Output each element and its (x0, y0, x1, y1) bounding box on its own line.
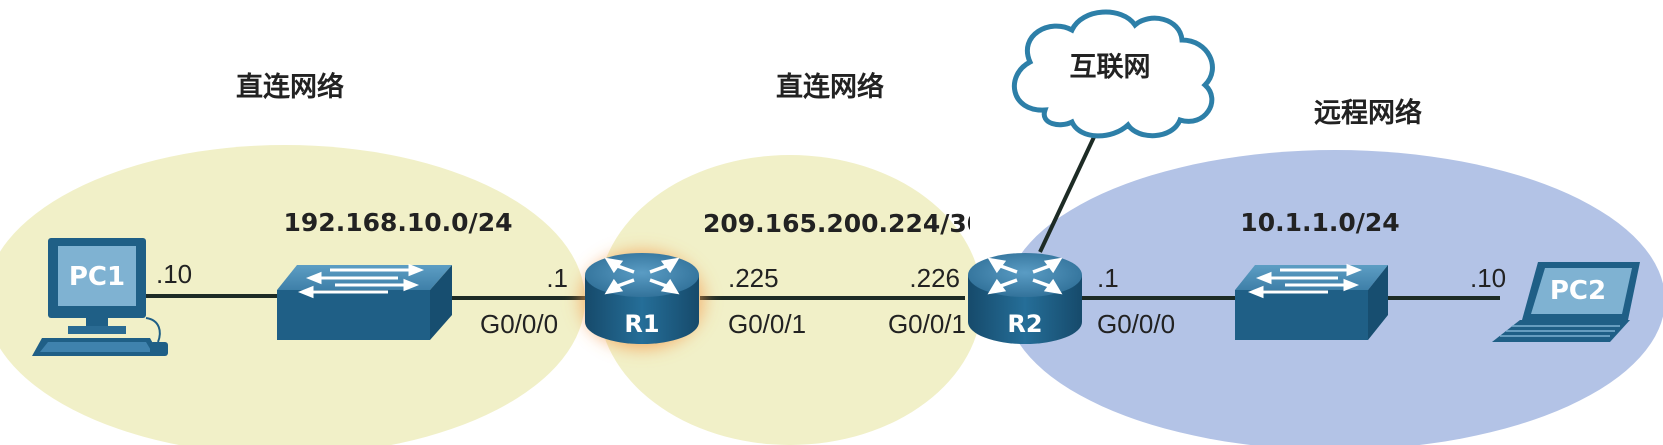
network-links (140, 119, 1500, 300)
r2-device: R2 .226 G0/0/1 .1 G0/0/0 (888, 253, 1175, 344)
left-subnet-label: 192.168.10.0/24 (284, 208, 513, 237)
switch-icon (277, 263, 452, 340)
pc2-host-label: .10 (1470, 263, 1506, 293)
r2-wan-iface-label: G0/0/1 (888, 309, 966, 339)
middle-subnet-clip: 209.165.200.224/30 (703, 209, 984, 238)
r2-wan-host-label: .226 (909, 263, 960, 293)
pc1-device: PC1 .10 (32, 238, 192, 356)
r2-label: R2 (1007, 310, 1042, 338)
switch2-device (1235, 263, 1388, 340)
router-icon (585, 253, 699, 344)
cloud-label: 互联网 (1070, 52, 1151, 83)
r2-lan-host-label: .1 (1097, 263, 1119, 293)
r1-label: R1 (624, 310, 659, 338)
r1-wan-host-label: .225 (728, 263, 779, 293)
laptop-icon (1492, 262, 1640, 342)
link-r2-internet (1038, 119, 1104, 253)
pc1-host-label: .10 (156, 259, 192, 289)
r1-lan-iface-label: G0/0/0 (480, 309, 558, 339)
internet-cloud: 互联网 (1012, 9, 1215, 139)
r1-device: R1 .1 G0/0/0 .225 G0/0/1 (480, 242, 806, 358)
switch-icon (1235, 263, 1388, 340)
pc2-device: PC2 .10 (1470, 262, 1640, 342)
left-network-heading: 直连网络 (236, 71, 344, 103)
router-icon (968, 253, 1082, 344)
pc1-label: PC1 (69, 262, 125, 292)
r1-lan-iface-clip: G0/0/0 (480, 309, 558, 339)
r1-lan-host-label: .1 (546, 263, 568, 293)
switch1-device (277, 263, 452, 340)
pc2-label: PC2 (1550, 276, 1606, 306)
desktop-computer-icon (32, 238, 168, 356)
r1-wan-iface-label: G0/0/1 (728, 309, 806, 339)
cloud-icon (1012, 9, 1215, 139)
right-subnet-label: 10.1.1.0/24 (1240, 208, 1399, 237)
middle-subnet-label: 209.165.200.224/30 (703, 209, 984, 238)
middle-network-heading: 直连网络 (776, 71, 884, 103)
r2-lan-iface-label: G0/0/0 (1097, 309, 1175, 339)
right-network-heading: 远程网络 (1314, 97, 1422, 129)
